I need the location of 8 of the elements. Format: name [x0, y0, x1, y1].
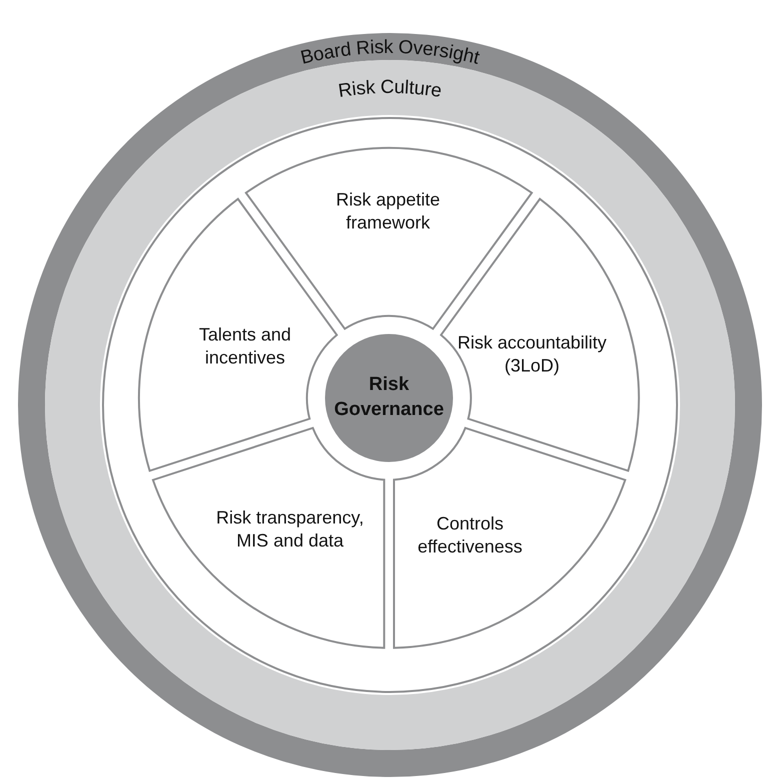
ring-label: Board Risk Oversight: [298, 37, 482, 69]
segment-label: Risk appetite framework: [334, 188, 442, 235]
segment-label: Talents and incentives: [198, 324, 292, 370]
segment-label: Controls effectiveness: [416, 512, 524, 559]
hub-label: Risk Governance: [333, 373, 445, 422]
ring-label: Risk Culture: [336, 76, 444, 102]
segment-label: Risk transparency, MIS and data: [215, 506, 365, 553]
segment-label: Risk accountability (3LoD): [456, 332, 607, 378]
